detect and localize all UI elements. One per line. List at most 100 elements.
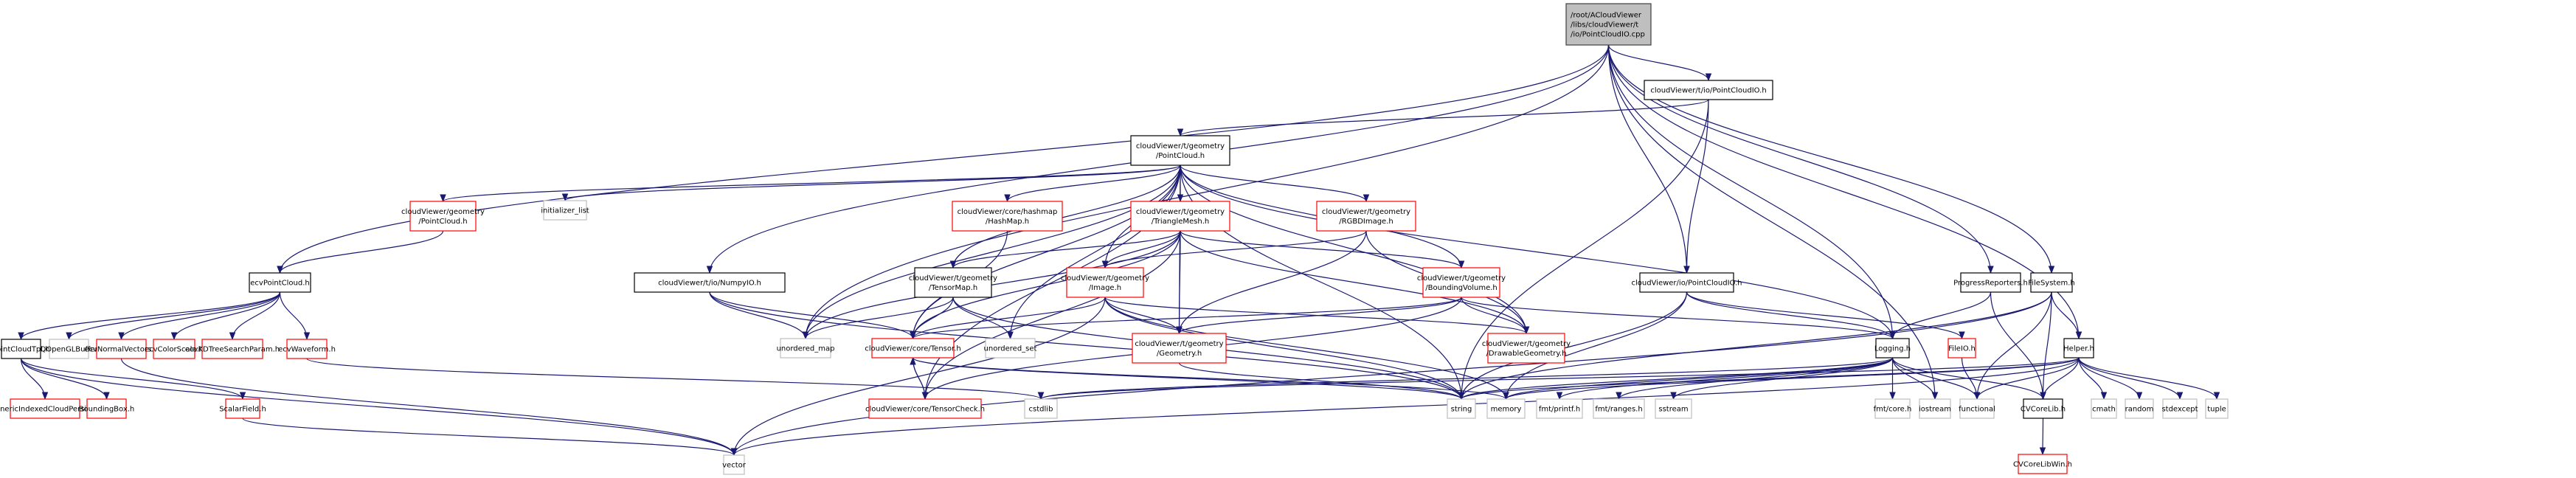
node-iostream[interactable]: iostream xyxy=(1919,398,1951,419)
edge-scalarfield-to-vector xyxy=(242,418,738,457)
node-gicp[interactable]: GenericIndexedCloudPersist.h xyxy=(0,398,100,419)
node-sstream[interactable]: sstream xyxy=(1655,398,1692,419)
node-cvcorelibwin[interactable]: CVCoreLibWin.h xyxy=(2013,454,2072,474)
node-box xyxy=(985,338,1036,358)
edge-tensor-to-string xyxy=(912,357,1465,401)
node-box xyxy=(2023,398,2063,419)
node-label: cloudViewer/core/TensorCheck.h xyxy=(865,406,985,414)
edge-t_geom_pc-to-geom_pc xyxy=(440,164,1181,203)
node-label: ecvNormalVectors.h xyxy=(84,346,158,354)
node-string[interactable]: string xyxy=(1447,398,1476,419)
node-scalarfield[interactable]: ScalarField.h xyxy=(219,398,266,419)
node-box xyxy=(1875,338,1910,358)
node-t_io_pcio[interactable]: cloudViewer/t/io/PointCloudIO.h xyxy=(1644,80,1773,100)
nodes-layer: /root/ACloudViewer/libs/cloudViewer/t/io… xyxy=(0,3,2229,475)
node-fmtcore[interactable]: fmt/core.h xyxy=(1874,398,1912,419)
edge-root-to-filesystem xyxy=(1607,44,2055,274)
node-init_list[interactable]: initializer_list xyxy=(541,200,589,221)
node-kdtree[interactable]: ecvKDTreeSearchParam.h xyxy=(185,339,280,359)
node-stdexcept[interactable]: stdexcept xyxy=(2161,398,2198,419)
edge-io_pcio-to-memory xyxy=(1503,291,1688,401)
node-label: ecvKDTreeSearchParam.h xyxy=(185,346,280,354)
node-filesystem[interactable]: FileSystem.h xyxy=(2028,272,2075,293)
node-tensorcheck[interactable]: cloudViewer/core/TensorCheck.h xyxy=(865,398,985,419)
edge-ecvPointCloud-to-pctpl xyxy=(18,291,281,341)
node-colorscale[interactable]: ecvColorScale.h xyxy=(145,339,204,359)
edge-io_pcio-to-fileio xyxy=(1686,291,1965,340)
node-cvcorelib[interactable]: CVCoreLib.h xyxy=(2021,398,2066,419)
node-vector[interactable]: vector xyxy=(722,454,747,475)
node-logging[interactable]: Logging.h xyxy=(1874,338,1911,358)
node-helper[interactable]: Helper.h xyxy=(2063,338,2094,358)
node-normvec[interactable]: ecvNormalVectors.h xyxy=(84,339,159,359)
edge-t_geom_pc-to-logging xyxy=(1180,164,1896,340)
node-label: cloudViewer/t/geometry xyxy=(1322,208,1410,216)
node-label: GenericIndexedCloudPersist.h xyxy=(0,406,100,414)
node-geometry[interactable]: cloudViewer/t/geometry/Geometry.h xyxy=(1132,333,1227,364)
edge-io_pcio-to-logging xyxy=(1686,291,1896,340)
edge-bvol-to-logging xyxy=(1461,297,1896,340)
node-numpyio[interactable]: cloudViewer/t/io/NumpyIO.h xyxy=(634,272,786,293)
node-geom_pc[interactable]: cloudViewer/geometry/PointCloud.h xyxy=(401,201,485,232)
node-label: cloudViewer/core/hashmap xyxy=(958,208,1058,216)
node-label: cloudViewer/t/geometry xyxy=(1135,340,1223,348)
node-tensor[interactable]: cloudViewer/core/Tensor.h xyxy=(865,338,961,358)
node-label: ProgressReporters.h xyxy=(1953,280,2028,288)
node-umap[interactable]: unordered_map xyxy=(777,338,835,358)
node-tensormap[interactable]: cloudViewer/t/geometry/TensorMap.h xyxy=(909,267,997,298)
node-box xyxy=(1,339,41,359)
node-label: QOpenGLBuffer xyxy=(40,346,98,354)
node-tuple[interactable]: tuple xyxy=(2205,398,2229,419)
node-printf[interactable]: fmt/printf.h xyxy=(1536,398,1583,419)
node-label: cloudViewer/t/geometry xyxy=(1061,274,1149,283)
node-bbox[interactable]: BoundingBox.h xyxy=(79,398,135,419)
edge-filesystem-to-helper xyxy=(2051,291,2082,340)
node-memory[interactable]: memory xyxy=(1486,398,1526,419)
node-hashmap[interactable]: cloudViewer/core/hashmap/HashMap.h xyxy=(952,201,1063,232)
node-trimesh[interactable]: cloudViewer/t/geometry/TriangleMesh.h xyxy=(1130,201,1230,232)
node-rgbd[interactable]: cloudViewer/t/geometry/RGBDImage.h xyxy=(1316,201,1416,232)
edge-ecvPointCloud-to-qoglbuf xyxy=(66,291,281,341)
edge-t_geom_pc-to-tensor xyxy=(910,164,1181,340)
node-functional[interactable]: functional xyxy=(1959,398,1995,419)
node-box xyxy=(153,339,195,359)
node-box xyxy=(1655,398,1692,419)
node-io_pcio[interactable]: cloudViewer/io/PointCloudIO.h xyxy=(1631,272,1742,293)
node-uset[interactable]: unordered_set xyxy=(984,338,1037,358)
node-box xyxy=(868,398,982,419)
node-bvol[interactable]: cloudViewer/t/geometry/BoundingVolume.h xyxy=(1417,267,1506,298)
node-box xyxy=(2091,398,2117,419)
node-box xyxy=(1422,267,1500,298)
node-waveform[interactable]: ecvWaveform.h xyxy=(278,339,336,359)
node-drawgeom[interactable]: cloudViewer/t/geometry/DrawableGeometry.… xyxy=(1482,333,1571,364)
edge-image-to-tensor xyxy=(910,297,1106,340)
node-label: /HashMap.h xyxy=(986,218,1029,226)
edge-bvol-to-drawgeom xyxy=(1461,297,1530,335)
node-random[interactable]: random xyxy=(2125,398,2154,419)
edge-rgbd-to-image xyxy=(1101,230,1367,269)
edge-logging-to-ranges xyxy=(1616,357,1894,401)
edge-logging-to-memory xyxy=(1503,357,1894,401)
node-fileio[interactable]: FileIO.h xyxy=(1947,338,1976,358)
node-t_geom_pc[interactable]: cloudViewer/t/geometry/PointCloud.h xyxy=(1130,135,1230,166)
node-label: ScalarField.h xyxy=(219,406,266,414)
node-cstdlib[interactable]: cstdlib xyxy=(1024,398,1058,419)
edge-pctpl-to-vector xyxy=(20,358,738,457)
edge-geometry-to-string xyxy=(1178,362,1465,401)
node-label: cloudViewer/t/io/PointCloudIO.h xyxy=(1650,87,1766,95)
node-progress[interactable]: ProgressReporters.h xyxy=(1953,272,2028,293)
node-box xyxy=(2030,272,2073,293)
node-ecvPointCloud[interactable]: ecvPointCloud.h xyxy=(249,272,311,293)
node-pctpl[interactable]: PointCloudTpl.h xyxy=(0,339,50,359)
node-cmath[interactable]: cmath xyxy=(2091,398,2117,419)
node-image[interactable]: cloudViewer/t/geometry/Image.h xyxy=(1061,267,1149,298)
node-label: BoundingBox.h xyxy=(79,406,135,414)
edge-helper-to-functional xyxy=(1973,357,2080,401)
node-box xyxy=(914,267,992,298)
node-qoglbuf[interactable]: QOpenGLBuffer xyxy=(40,339,99,359)
node-label: cloudViewer/t/geometry xyxy=(1417,274,1506,283)
node-ranges[interactable]: fmt/ranges.h xyxy=(1593,398,1645,419)
node-label: CVCoreLib.h xyxy=(2021,406,2066,414)
node-box xyxy=(2125,398,2154,419)
node-label: cloudViewer/t/geometry xyxy=(1482,340,1571,348)
